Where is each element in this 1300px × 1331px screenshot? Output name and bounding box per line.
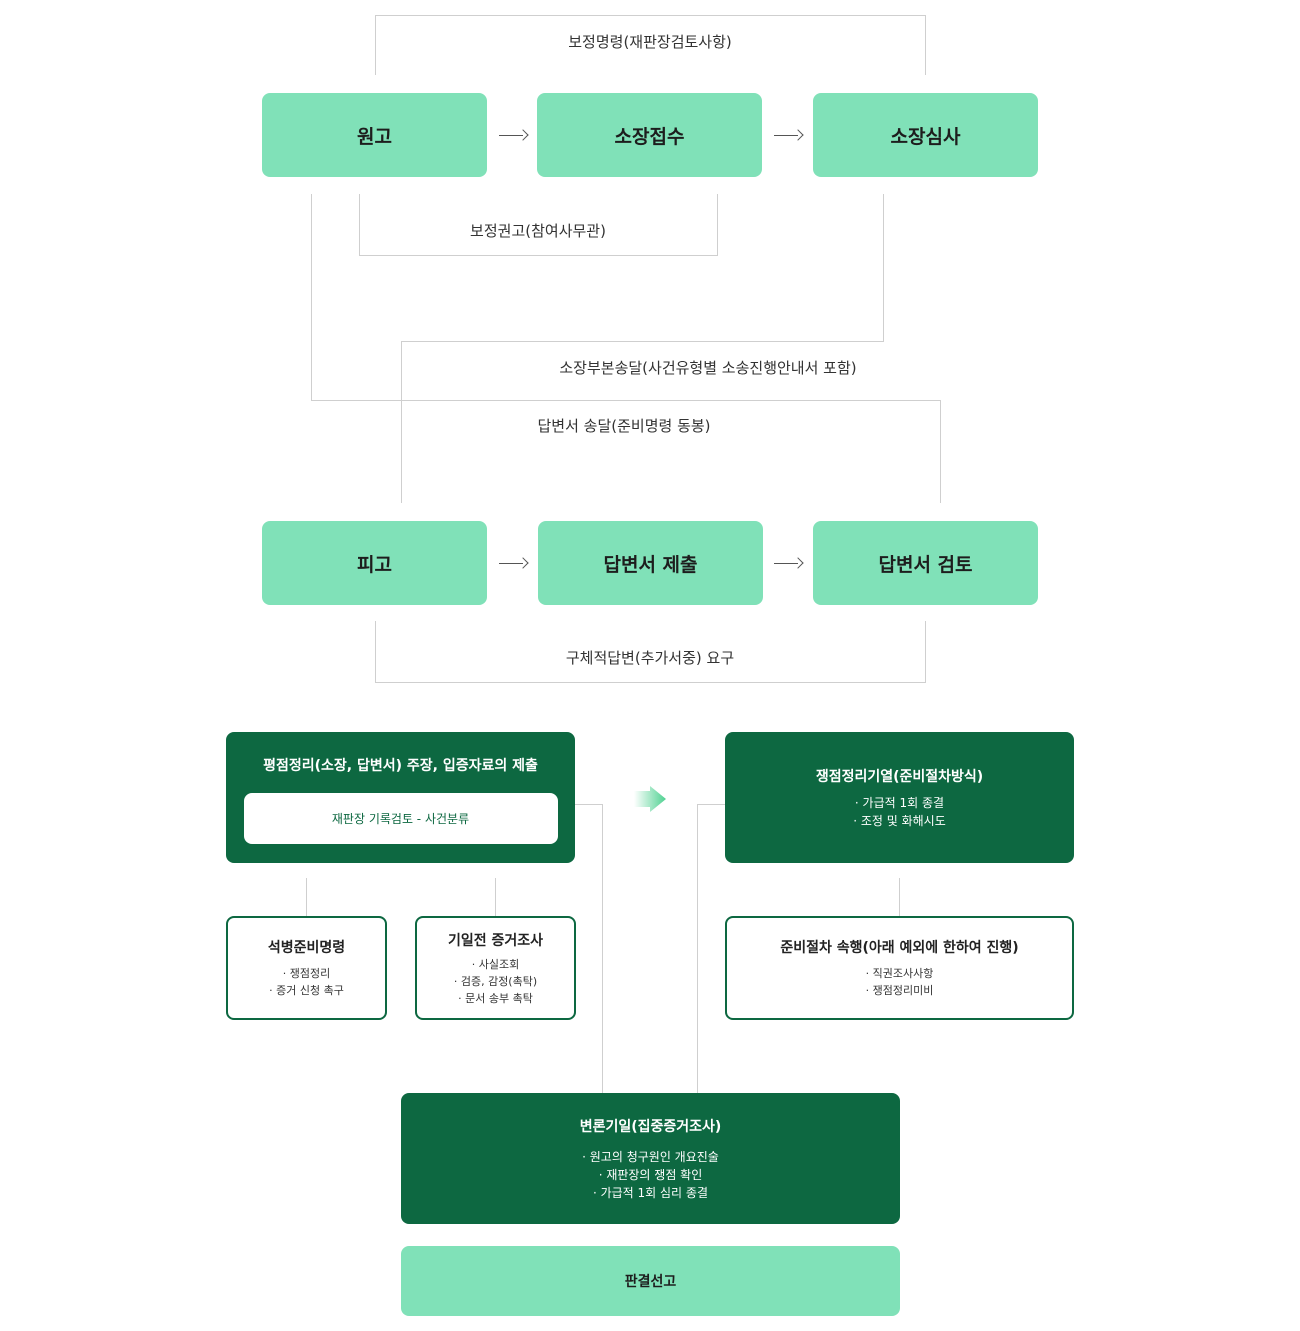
connector-line bbox=[697, 804, 698, 1093]
answer-submit-box: 답변서 제출 bbox=[538, 521, 763, 605]
list-item: · 조정 및 화해시도 bbox=[853, 813, 946, 828]
issue-hearing-title: 쟁점정리기열(준비절차방식) bbox=[815, 768, 984, 785]
connector-line bbox=[575, 804, 603, 805]
arrow-right-icon bbox=[634, 786, 666, 812]
defendant-box: 피고 bbox=[262, 521, 487, 605]
connector-line bbox=[697, 804, 725, 805]
record-review-label: 재판장 기록검토 - 사건분류 bbox=[331, 812, 470, 826]
pleading-date-box: 변론기일(집중증거조사) · 원고의 청구원인 개요진술 · 재판장의 쟁점 확… bbox=[401, 1093, 900, 1224]
list-item: · 가급적 1회 심리 종결 bbox=[592, 1185, 708, 1200]
connector-line bbox=[717, 194, 718, 256]
list-item: · 증거 신청 촉구 bbox=[269, 984, 344, 997]
answer-submit-label: 답변서 제출 bbox=[603, 553, 698, 576]
connector-line bbox=[899, 878, 900, 916]
plaintiff-label: 원고 bbox=[357, 125, 392, 148]
correction-advice-label: 보정권고(참여사무관) bbox=[470, 222, 606, 240]
connector-line bbox=[925, 621, 926, 683]
complaint-receipt-label: 소장접수 bbox=[614, 125, 685, 148]
record-review-box: 재판장 기록검토 - 사건분류 bbox=[243, 793, 558, 844]
connector-line bbox=[375, 621, 376, 683]
connector-line bbox=[401, 341, 402, 503]
connector-line bbox=[495, 878, 496, 916]
connector-line bbox=[375, 682, 926, 683]
list-item: · 직권조사사항 bbox=[865, 967, 934, 980]
list-item: · 원고의 청구원인 개요진술 bbox=[582, 1149, 719, 1164]
list-item: · 문서 송부 촉탁 bbox=[458, 991, 533, 1005]
verdict-box: 판결선고 bbox=[401, 1246, 900, 1316]
pre-evidence-box: 기일전 증거조사 · 사실조회 · 검증, 감정(촉탁) · 문서 송부 촉탁 bbox=[415, 916, 576, 1020]
prep-procedure-box: 준비절차 속행(아래 예외에 한하여 진행) · 직권조사사항 · 쟁점정리미비 bbox=[725, 916, 1074, 1020]
answer-delivery-label: 답변서 송달(준비명령 동봉) bbox=[537, 417, 711, 435]
list-item: · 재판장의 쟁점 확인 bbox=[598, 1167, 703, 1182]
complaint-copy-label: 소장부본송달(사건유형별 소송진행안내서 포함) bbox=[559, 359, 857, 377]
defendant-label: 피고 bbox=[357, 553, 392, 576]
connector-line bbox=[401, 341, 884, 342]
plaintiff-box: 원고 bbox=[262, 93, 487, 177]
connector-line bbox=[602, 804, 603, 1093]
arrow-right-icon bbox=[774, 129, 804, 141]
prep-procedure-title: 준비절차 속행(아래 예외에 한하여 진행) bbox=[780, 940, 1019, 956]
answer-review-label: 답변서 검토 bbox=[878, 553, 973, 576]
specific-answer-label: 구체적답변(추가서중) 요구 bbox=[565, 649, 735, 667]
issue-hearing-box: 쟁점정리기열(준비절차방식) · 가급적 1회 종결 · 조정 및 화해시도 bbox=[725, 732, 1074, 863]
list-item: · 쟁점정리 bbox=[282, 967, 331, 980]
prep-order-title: 석병준비명령 bbox=[267, 940, 346, 956]
arrow-right-icon bbox=[499, 557, 529, 569]
complaint-review-box: 소장심사 bbox=[813, 93, 1038, 177]
arrow-right-icon bbox=[499, 129, 529, 141]
connector-line bbox=[375, 15, 926, 16]
issue-organize-box: 평점정리(소장, 답변서) 주장, 입증자료의 제출 재판장 기록검토 - 사건… bbox=[226, 732, 575, 863]
arrow-right-icon bbox=[774, 557, 804, 569]
verdict-label: 판결선고 bbox=[624, 1274, 677, 1290]
complaint-receipt-box: 소장접수 bbox=[537, 93, 762, 177]
connector-line bbox=[359, 194, 360, 256]
complaint-review-label: 소장심사 bbox=[890, 125, 961, 148]
connector-line bbox=[940, 400, 941, 503]
prep-order-box: 석병준비명령 · 쟁점정리 · 증거 신청 촉구 bbox=[226, 916, 387, 1020]
connector-line bbox=[306, 878, 307, 916]
list-item: · 가급적 1회 종결 bbox=[854, 795, 945, 810]
answer-review-box: 답변서 검토 bbox=[813, 521, 1038, 605]
pleading-date-title: 변론기일(집중증거조사) bbox=[579, 1118, 722, 1135]
list-item: · 쟁점정리미비 bbox=[865, 984, 934, 997]
connector-line bbox=[359, 255, 718, 256]
correction-order-label: 보정명령(재판장검토사항) bbox=[568, 33, 732, 51]
connector-line bbox=[311, 400, 941, 401]
connector-line bbox=[925, 15, 926, 75]
list-item: · 검증, 감정(촉탁) bbox=[453, 974, 538, 988]
connector-line bbox=[311, 194, 312, 401]
list-item: · 사실조회 bbox=[471, 957, 520, 971]
issue-organize-title: 평점정리(소장, 답변서) 주장, 입증자료의 제출 bbox=[263, 758, 538, 774]
pre-evidence-title: 기일전 증거조사 bbox=[447, 932, 544, 949]
connector-line bbox=[883, 194, 884, 342]
connector-line bbox=[375, 15, 376, 75]
